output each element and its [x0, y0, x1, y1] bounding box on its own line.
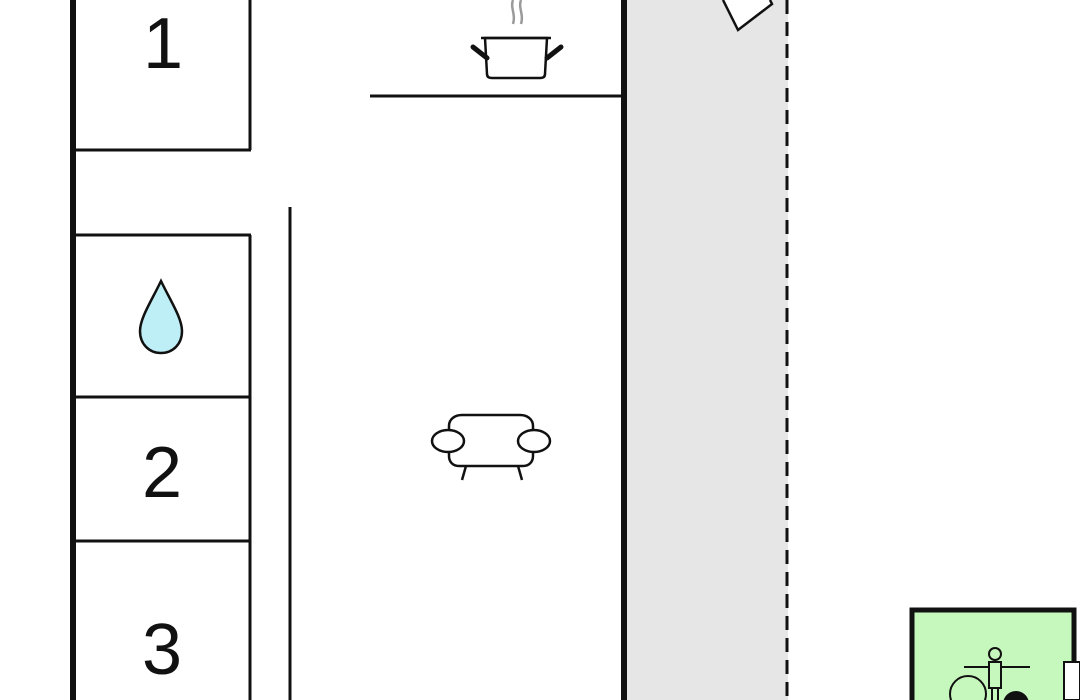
room-number-2: 2 [142, 433, 182, 513]
water-drop-icon [138, 278, 184, 355]
armchair-icon [430, 413, 552, 481]
armchair-seat [447, 440, 535, 468]
room-number-1: 1 [143, 4, 183, 84]
playground-icon [949, 647, 1080, 700]
terrace-area [626, 0, 788, 700]
pot-body [483, 36, 549, 80]
cooking-pot-icon [470, 0, 564, 80]
terrace-door-swing [721, 0, 774, 32]
armchair-leg-left [460, 465, 468, 481]
armchair-right-arm [516, 428, 552, 454]
outdoor-area [909, 607, 1080, 700]
steam-lines [510, 0, 524, 25]
armchair-back [447, 413, 535, 440]
room-number-3: 3 [142, 610, 182, 690]
room-bedroom-1 [73, 0, 252, 152]
pot-handle-left [470, 44, 490, 61]
pot-handle-right [544, 44, 564, 61]
room-column [73, 233, 252, 700]
armchair-left-arm [430, 428, 466, 454]
armchair-leg-right [516, 465, 524, 481]
outer-walls [70, 0, 627, 700]
